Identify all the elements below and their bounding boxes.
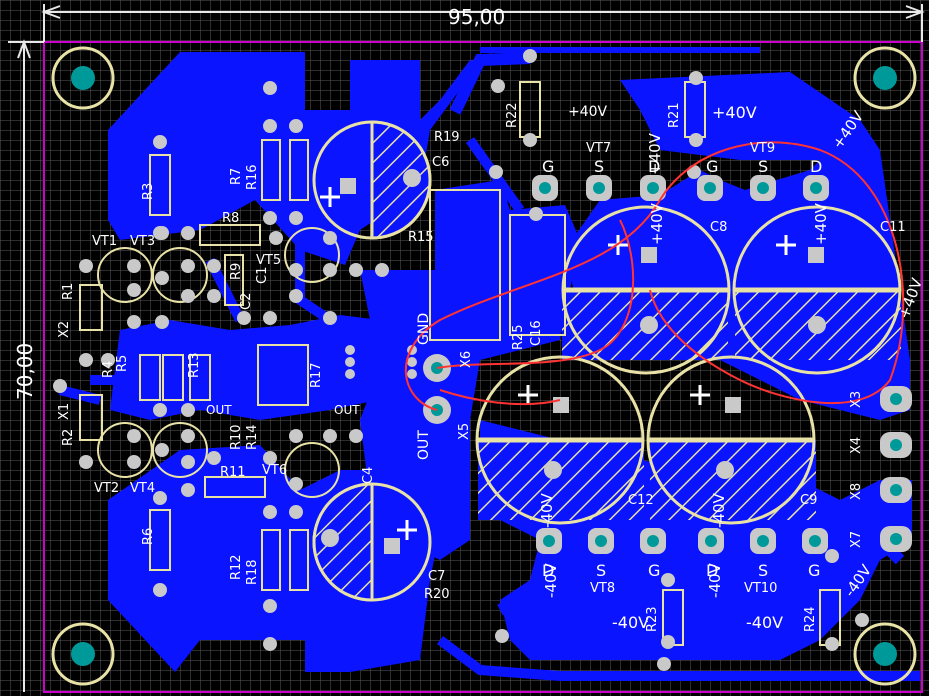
- label-minus40-f: -40V: [710, 493, 728, 528]
- label-c9: C9: [800, 493, 817, 508]
- label-plus40-b: +40V: [712, 103, 757, 122]
- label-x2: X2: [57, 321, 72, 338]
- label-out-mid: OUT: [334, 403, 360, 417]
- label-g-vt10: G: [808, 561, 820, 580]
- label-r10: R10: [229, 424, 244, 450]
- label-x1: X1: [57, 403, 72, 420]
- label-r9: R9: [229, 263, 244, 280]
- label-plus40-a: +40V: [568, 104, 608, 120]
- label-r4: R4: [101, 361, 116, 378]
- label-vt3: VT3: [130, 234, 155, 249]
- label-s-vt9: S: [758, 157, 768, 176]
- pads: [53, 49, 912, 671]
- dimension-height-label: 70,00: [13, 343, 37, 400]
- label-c6: C6: [432, 155, 449, 170]
- label-minus40-a: -40V: [612, 613, 649, 632]
- label-r21: R21: [667, 102, 682, 128]
- label-x5: X5: [457, 423, 472, 440]
- label-minus40-c: -40V: [542, 563, 560, 598]
- label-r5: R5: [115, 355, 130, 372]
- label-plus40-e: +40V: [812, 202, 830, 245]
- label-out: OUT: [416, 430, 432, 460]
- label-r20: R20: [424, 587, 450, 602]
- capacitor-c12: [475, 355, 645, 525]
- transistor-outlines: [97, 227, 340, 498]
- label-x4: X4: [849, 437, 864, 454]
- label-r19: R19: [434, 130, 460, 145]
- capacitor-c8: [561, 205, 731, 375]
- label-c11: C11: [880, 220, 906, 235]
- label-c2: C2: [239, 293, 254, 310]
- label-x8: X8: [849, 483, 864, 500]
- label-c4: C4: [361, 467, 376, 484]
- label-vt6: VT6: [262, 463, 287, 478]
- label-d-vt10: D: [706, 561, 718, 580]
- labels: R3 R7 R16 R8 R9 C1 C2 VT1 VT3 VT5 R1 X2 …: [57, 102, 926, 632]
- label-d-vt7: D: [648, 157, 660, 176]
- label-vt5: VT5: [256, 253, 281, 268]
- dimension-width-label: 95,00: [448, 5, 505, 29]
- board-outline: [43, 41, 923, 693]
- label-vt4: VT4: [130, 481, 155, 496]
- label-r2: R2: [61, 429, 76, 446]
- capacitor-c11: [732, 205, 902, 375]
- label-r8: R8: [222, 211, 239, 226]
- label-r16: R16: [245, 164, 260, 190]
- dimension-width: 95,00: [41, 4, 925, 42]
- label-r22: R22: [505, 102, 520, 128]
- label-c16: C16: [529, 320, 544, 346]
- label-out-left: OUT: [206, 403, 232, 417]
- capacitor-c9: [646, 355, 816, 525]
- label-r25: R25: [511, 324, 526, 350]
- label-vt2: VT2: [94, 481, 119, 496]
- label-r17: R17: [309, 362, 324, 388]
- label-d-vt9: D: [810, 157, 822, 176]
- label-vt7: VT7: [586, 141, 611, 156]
- label-r1: R1: [61, 283, 76, 300]
- label-vt9: VT9: [750, 141, 775, 156]
- label-minus40-b: -40V: [746, 613, 783, 632]
- label-plus40-c: +40V: [648, 202, 666, 245]
- label-r23: R23: [645, 606, 660, 632]
- label-minus40-e: -40V: [538, 493, 556, 528]
- label-r11: R11: [220, 465, 246, 480]
- label-r18: R18: [245, 559, 260, 585]
- label-x3: X3: [849, 391, 864, 408]
- label-r6: R6: [141, 528, 156, 545]
- label-plus40-d: +40V: [646, 132, 664, 175]
- label-s-vt10: S: [758, 561, 768, 580]
- dimension-height: 70,00: [8, 39, 44, 692]
- label-g-vt7: G: [542, 157, 554, 176]
- label-vt10: VT10: [744, 581, 777, 596]
- label-s-vt8: S: [596, 561, 606, 580]
- capacitor-c6: [312, 120, 432, 240]
- label-r13: R13: [187, 352, 202, 378]
- label-r15: R15: [408, 230, 434, 245]
- label-vt8: VT8: [590, 581, 615, 596]
- label-g-vt9: G: [706, 157, 718, 176]
- label-c1: C1: [255, 267, 270, 284]
- label-vt1: VT1: [92, 234, 117, 249]
- label-r14: R14: [245, 424, 260, 450]
- polarity-markers: [320, 187, 796, 540]
- label-r3: R3: [141, 183, 156, 200]
- label-gnd: GND: [416, 313, 432, 345]
- label-x6: X6: [459, 351, 474, 368]
- label-s-vt7: S: [594, 157, 604, 176]
- ratsnest: [404, 141, 905, 411]
- label-d-vt8: D: [542, 561, 554, 580]
- label-r12: R12: [229, 554, 244, 580]
- label-r7: R7: [229, 168, 244, 185]
- label-c8: C8: [710, 220, 727, 235]
- mounting-holes: [51, 46, 917, 686]
- label-x7: X7: [849, 531, 864, 548]
- label-minus40-d: -40V: [706, 563, 724, 598]
- label-g-vt8: G: [648, 561, 660, 580]
- label-c7: C7: [428, 569, 445, 584]
- label-c12: C12: [628, 493, 654, 508]
- copper-layer: [58, 47, 920, 681]
- label-r24: R24: [803, 606, 818, 632]
- capacitor-c7: [312, 482, 432, 602]
